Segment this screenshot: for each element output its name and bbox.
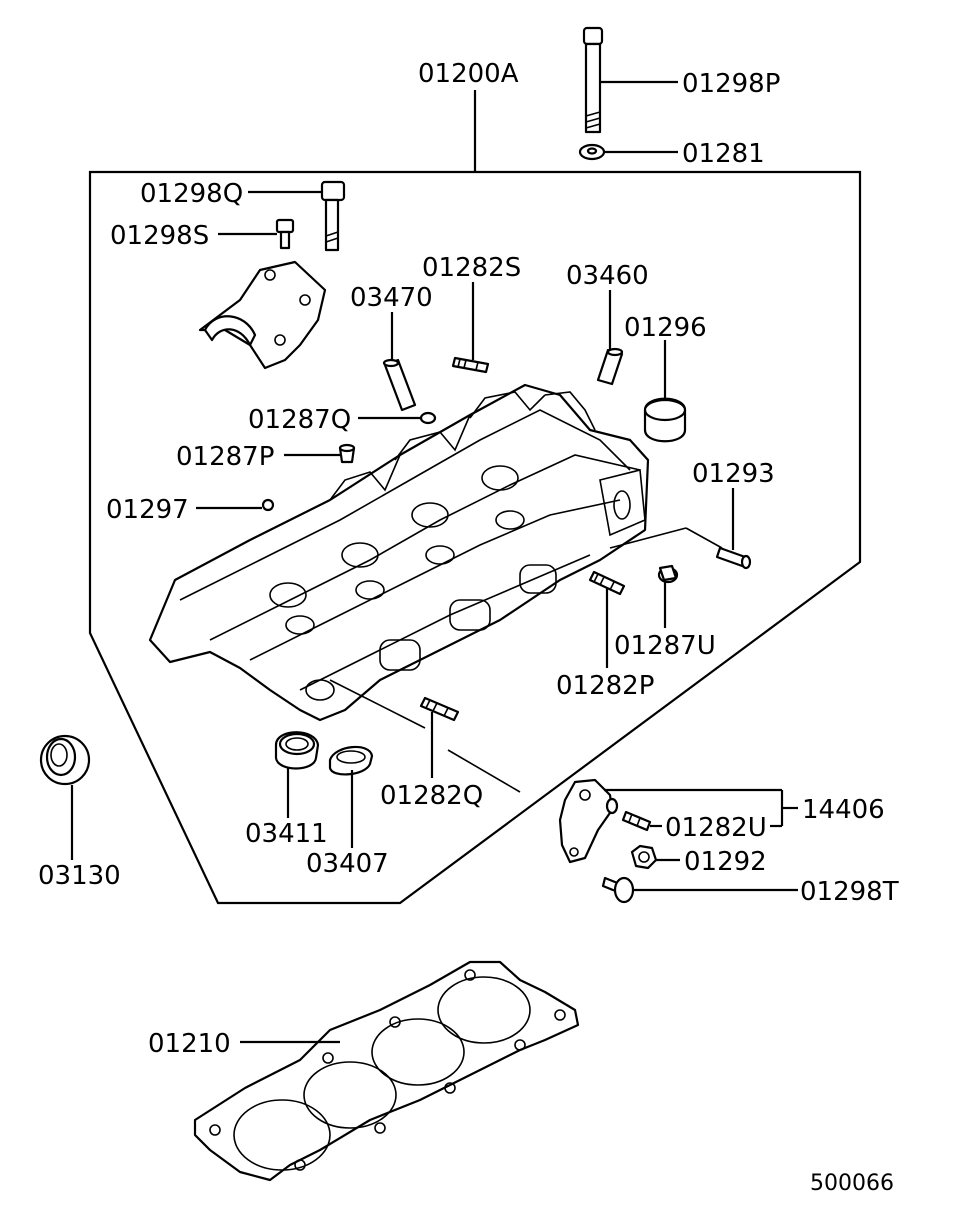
diagram-id: 500066 <box>810 1171 894 1196</box>
flange-bolt-icon <box>601 876 635 904</box>
stud-293-icon <box>715 546 752 570</box>
label-01282P: 01282P <box>556 671 654 701</box>
label-03130: 03130 <box>38 861 121 891</box>
label-01292: 01292 <box>684 847 767 877</box>
bolt-s-icon <box>275 218 295 250</box>
label-01298T: 01298T <box>800 877 899 907</box>
stud-q-icon <box>419 696 460 722</box>
assembly-outline <box>88 170 862 905</box>
stud-p-icon <box>588 570 626 596</box>
label-03470: 03470 <box>350 283 433 313</box>
seal-407-icon <box>328 745 374 776</box>
label-03411: 03411 <box>245 819 328 849</box>
label-01296: 01296 <box>624 313 707 343</box>
label-01298S: 01298S <box>110 221 209 251</box>
label-01210: 01210 <box>148 1029 231 1059</box>
head-gasket-icon <box>193 960 580 1182</box>
label-01281: 01281 <box>682 139 765 169</box>
label-01282Q: 01282Q <box>380 781 483 811</box>
valve-guide-icon <box>382 358 417 412</box>
washer-icon <box>578 143 606 161</box>
label-01287Q: 01287Q <box>248 405 351 435</box>
label-01282S: 01282S <box>422 253 521 283</box>
stud-s-icon <box>451 356 490 374</box>
cylinder-head-icon <box>148 383 650 722</box>
valve-guide-2-icon <box>596 347 624 386</box>
locator-line-1 <box>609 527 687 549</box>
label-01298Q: 01298Q <box>140 179 243 209</box>
label-01200A: 01200A <box>418 59 519 89</box>
ball-plug-icon <box>261 498 275 512</box>
label-01293: 01293 <box>692 459 775 489</box>
label-03460: 03460 <box>566 261 649 291</box>
cup-plug-icon <box>643 397 687 443</box>
oil-seal-icon <box>39 734 91 786</box>
label-01297: 01297 <box>106 495 189 525</box>
nut-icon <box>630 844 658 870</box>
label-01287U: 01287U <box>614 631 716 661</box>
locator-line-3 <box>329 679 426 729</box>
plug-p-icon <box>338 443 356 464</box>
plug-q-icon <box>419 411 437 425</box>
label-01298P: 01298P <box>682 69 780 99</box>
locator-line-4 <box>447 749 521 793</box>
label-01287P: 01287P <box>176 442 274 472</box>
label-03407: 03407 <box>306 849 389 879</box>
label-01282U: 01282U <box>665 813 767 843</box>
plug-u-icon <box>657 564 679 584</box>
bracket-icon <box>558 778 619 864</box>
stud-u-icon <box>621 810 652 832</box>
locator-line-2 <box>685 527 723 549</box>
long-bolt-icon <box>582 26 604 134</box>
label-14406: 14406 <box>802 795 885 825</box>
seal-411-icon <box>274 731 320 770</box>
bolt-q-icon <box>320 180 346 252</box>
bearing-cap-icon <box>198 260 327 370</box>
